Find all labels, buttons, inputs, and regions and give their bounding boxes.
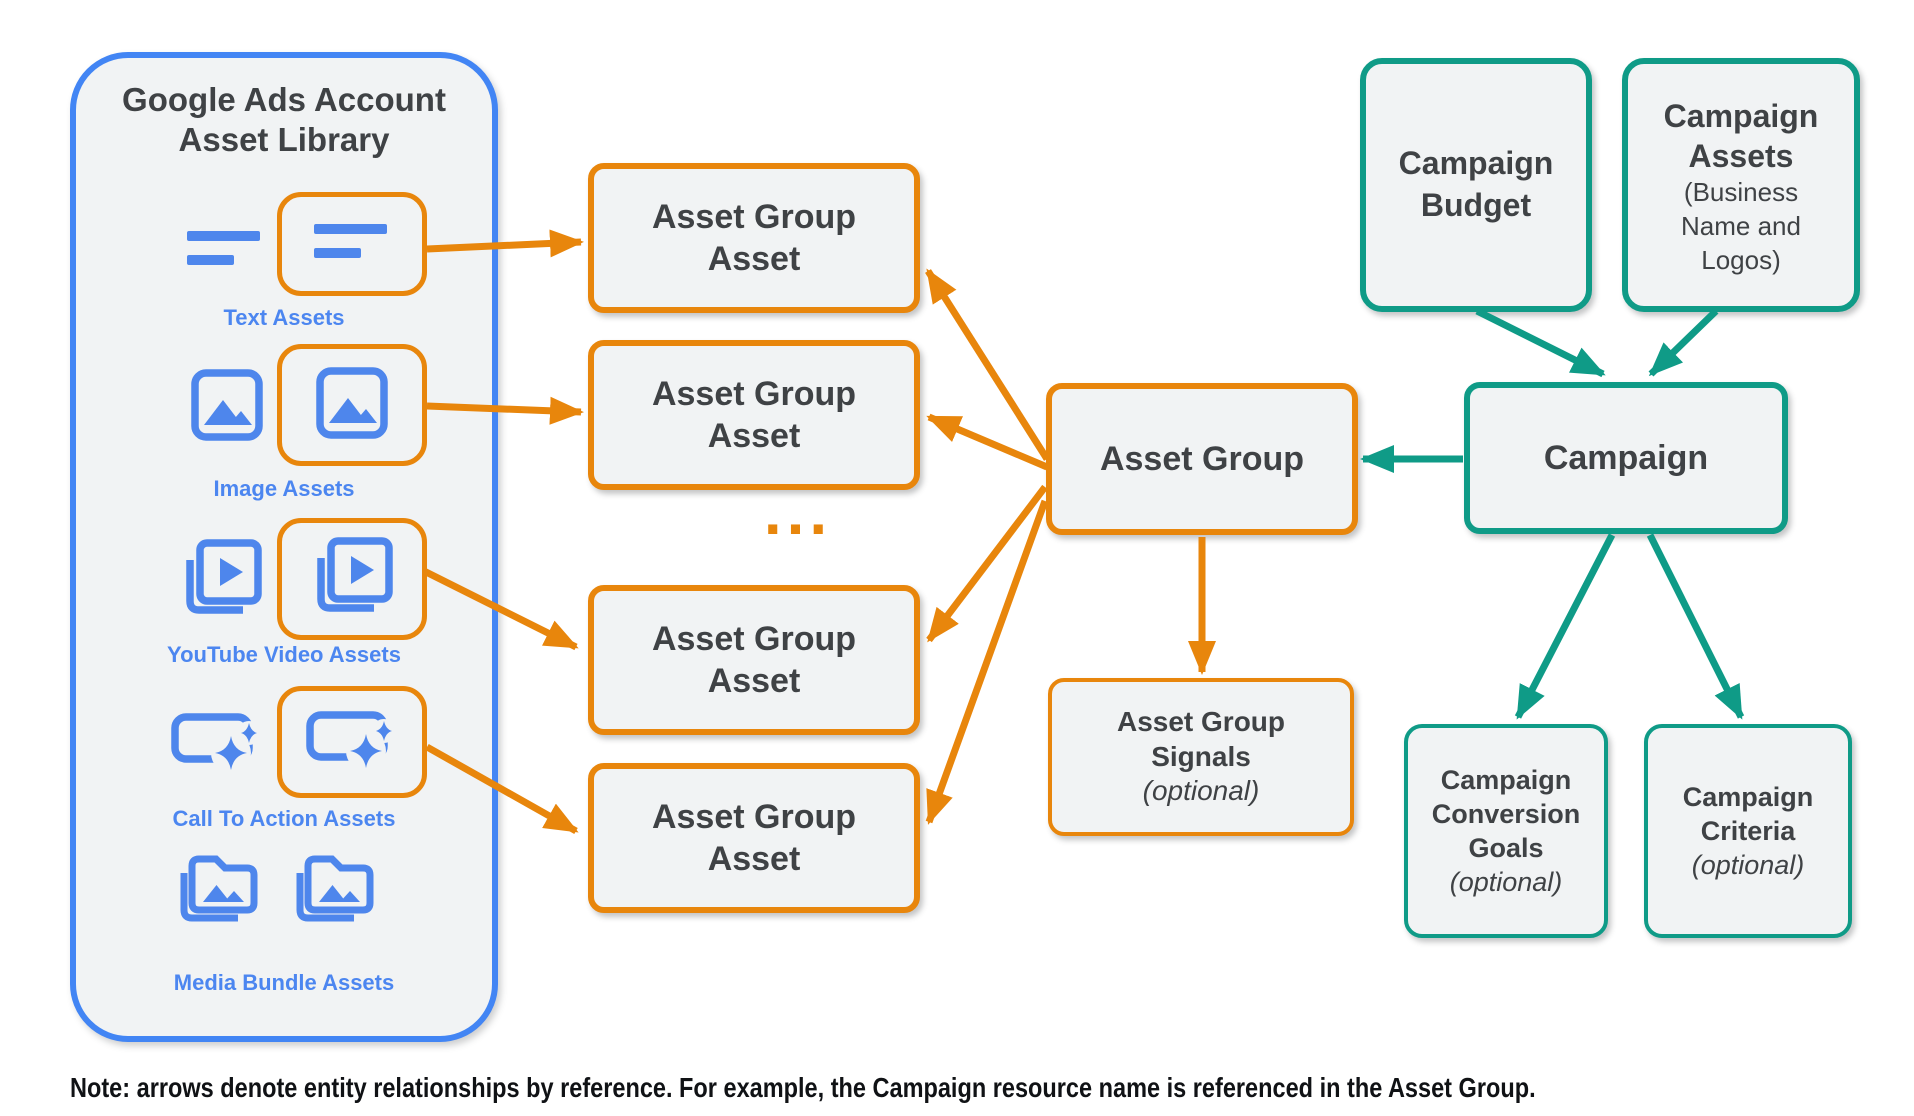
asset-group-asset-box-3: Asset Group Asset [588, 585, 920, 735]
asset-group-asset-label-line1: Asset Group [651, 619, 857, 658]
arrow-asset-group-to-asset-group-asset-4 [925, 499, 1049, 825]
text-asset-icon [314, 220, 390, 269]
call-to-action-asset-icon [306, 709, 398, 776]
image-assets-label: Image Assets [213, 476, 355, 501]
asset-group-asset-box-1: Asset Group Asset [588, 163, 920, 313]
asset-group-asset-label-line1: Asset Group [651, 797, 857, 836]
asset-group-signals-box: Asset Group Signals (optional) [1048, 678, 1354, 836]
selected-call-to-action-asset [277, 686, 427, 798]
conversion-goals-line1: Campaign [1440, 764, 1572, 795]
campaign-assets-box: Campaign Assets (Business Name and Logos… [1622, 58, 1860, 312]
asset-group-signals-optional: (optional) [1142, 775, 1260, 807]
campaign-assets-sub1: (Business [1683, 177, 1799, 208]
arrow-budget-to-campaign [1475, 307, 1606, 378]
text-asset-icon [187, 227, 263, 271]
asset-library-title: Google Ads Account Asset Library [76, 80, 492, 159]
campaign-conversion-goals-box: Campaign Conversion Goals (optional) [1404, 724, 1608, 938]
asset-group-asset-label-line1: Asset Group [651, 374, 857, 413]
arrow-campaign-to-criteria [1646, 533, 1745, 720]
arrow-campaign-assets-to-campaign [1648, 308, 1719, 377]
media-bundle-assets-label: Media Bundle Assets [173, 970, 395, 995]
campaign-assets-line1: Campaign [1663, 98, 1819, 135]
asset-group-label: Asset Group [1099, 439, 1305, 478]
youtube-video-asset-icon [310, 537, 394, 622]
call-to-action-asset-icon [171, 711, 263, 773]
more-asset-group-assets-ellipsis: ... [763, 476, 833, 548]
campaign-assets-sub3: Logos) [1701, 244, 1781, 275]
asset-group-box: Asset Group [1046, 383, 1358, 535]
campaign-assets-sub2: Name and [1681, 211, 1801, 242]
image-asset-icon [316, 367, 388, 444]
asset-group-asset-label-line2: Asset [707, 662, 801, 700]
asset-group-asset-box-4: Asset Group Asset [588, 763, 920, 913]
image-asset-icon [191, 369, 263, 441]
arrow-campaign-to-conversion-goals [1514, 533, 1616, 720]
campaign-assets-text: Campaign Assets (Business Name and Logos… [1664, 92, 1819, 277]
call-to-action-assets-label: Call To Action Assets [172, 806, 396, 831]
asset-group-asset-label-line2: Asset [707, 417, 801, 455]
campaign-assets-line2: Assets [1688, 138, 1794, 175]
asset-library-title-line2: Asset Library [178, 120, 390, 158]
campaign-budget-line1: Campaign [1398, 145, 1554, 182]
campaign-budget-box: Campaign Budget [1360, 58, 1592, 312]
conversion-goals-line3: Goals [1468, 833, 1544, 863]
campaign-budget-line2: Budget [1420, 187, 1532, 223]
arrow-asset-group-to-asset-group-asset-3 [926, 484, 1048, 643]
campaign-criteria-box: Campaign Criteria (optional) [1644, 724, 1852, 938]
selected-image-asset [277, 344, 427, 466]
youtube-video-assets-label: YouTube Video Assets [167, 642, 401, 667]
asset-group-signals-line1: Asset Group [1116, 705, 1286, 737]
asset-group-asset-box-2: Asset Group Asset [588, 340, 920, 490]
selected-youtube-video-asset [277, 518, 427, 640]
asset-group-signals-line2: Signals [1151, 740, 1251, 772]
conversion-goals-line2: Conversion [1431, 798, 1581, 829]
selected-text-asset [277, 192, 427, 296]
conversion-goals-optional: (optional) [1449, 867, 1563, 898]
arrow-asset-group-to-asset-group-asset-1 [925, 268, 1050, 461]
arrow-asset-group-to-asset-group-asset-2 [926, 413, 1049, 471]
asset-group-asset-label-line1: Asset Group [651, 197, 857, 236]
asset-group-asset-label-line2: Asset [707, 840, 801, 878]
diagram-footnote: Note: arrows denote entity relationships… [70, 1072, 1536, 1103]
youtube-video-asset-icon [179, 539, 263, 619]
campaign-criteria-line1: Campaign [1682, 781, 1814, 812]
asset-library-container: Google Ads Account Asset Library Text As… [70, 52, 498, 1042]
text-assets-label: Text Assets [223, 305, 345, 330]
campaign-criteria-line2: Criteria [1700, 815, 1796, 846]
campaign-criteria-optional: (optional) [1691, 850, 1805, 880]
asset-library-title-line1: Google Ads Account [122, 81, 446, 118]
media-bundle-asset-icon [177, 846, 263, 924]
media-bundle-asset-icon [293, 846, 379, 924]
asset-group-asset-label-line2: Asset [707, 240, 801, 278]
campaign-label: Campaign [1543, 438, 1709, 477]
campaign-box: Campaign [1464, 382, 1788, 534]
